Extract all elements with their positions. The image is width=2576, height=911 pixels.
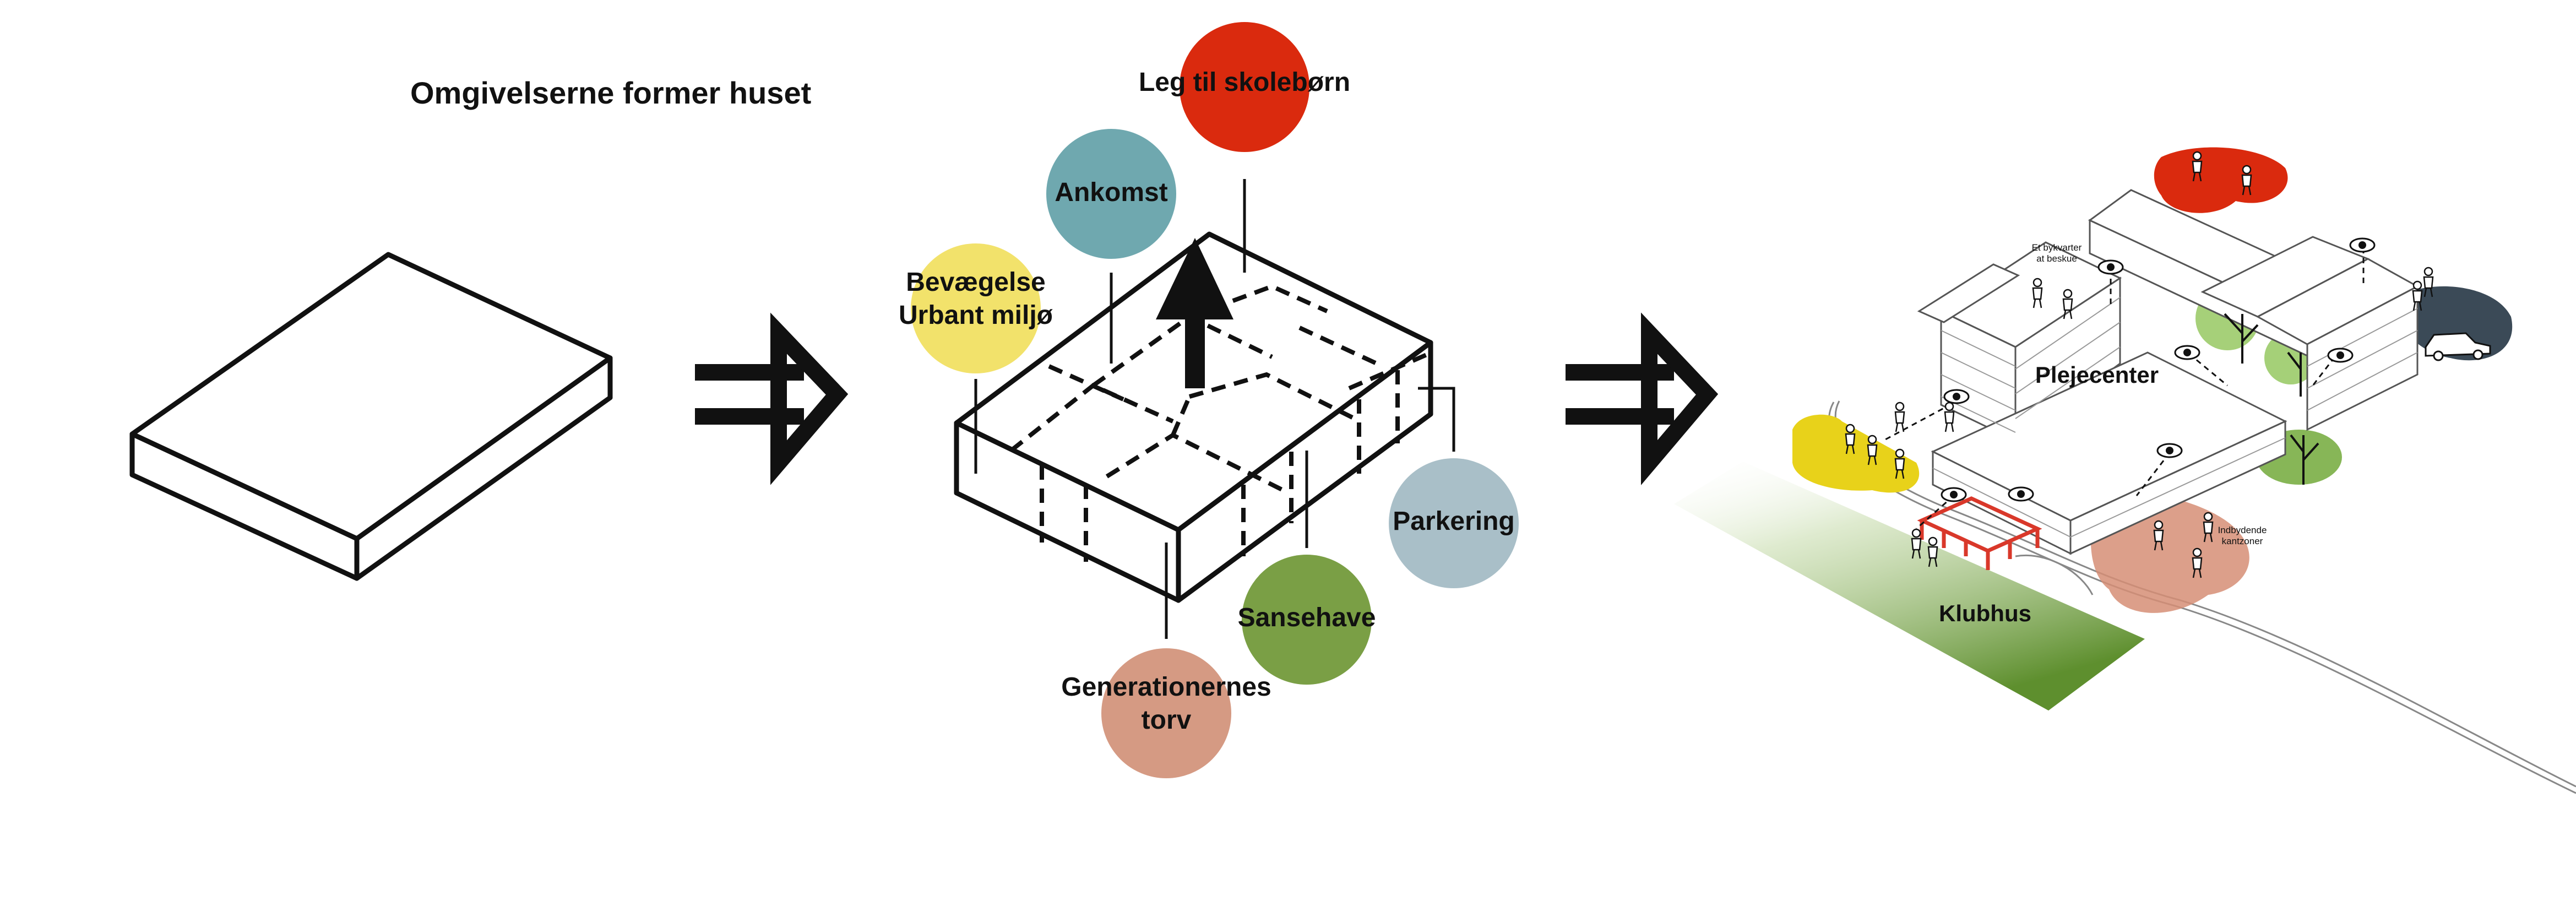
note-line: Indbydende bbox=[2218, 525, 2267, 535]
person-icon bbox=[1894, 448, 1905, 479]
bubble-label: Generationernes torv bbox=[1061, 673, 1271, 735]
eye-icon bbox=[1943, 389, 1970, 404]
person-icon bbox=[2032, 278, 2043, 308]
bubble-label-line: Bevægelse bbox=[906, 268, 1045, 297]
divided-building-block bbox=[954, 179, 1455, 639]
bubble-label-line: torv bbox=[1142, 706, 1192, 735]
person-icon bbox=[2192, 151, 2203, 182]
person-icon bbox=[1944, 402, 1955, 432]
person-icon bbox=[1911, 528, 1922, 559]
person-icon bbox=[2241, 165, 2252, 196]
bubble-label: Sansehave bbox=[1238, 603, 1376, 632]
red-zone bbox=[2154, 147, 2288, 213]
bubble-circle bbox=[1242, 555, 1372, 685]
diagram-title: Omgivelserne former huset bbox=[410, 75, 811, 110]
bubble-label-line: Ankomst bbox=[1055, 178, 1167, 207]
plain-building-slab bbox=[129, 252, 613, 581]
bubble-sansehave: Sansehave bbox=[1238, 555, 1376, 685]
person-icon bbox=[1927, 536, 1938, 567]
bubble-label-line: Parkering bbox=[1393, 507, 1514, 536]
arrow-up-icon bbox=[1156, 238, 1233, 388]
bubble-generationer: Generationernes torv bbox=[1061, 648, 1271, 778]
eye-icon bbox=[2008, 486, 2034, 502]
bubble-label-line: Generationernes bbox=[1061, 673, 1271, 702]
eye-icon bbox=[2097, 259, 2124, 275]
bubble-label: Parkering bbox=[1393, 507, 1514, 536]
bubble-circle bbox=[911, 243, 1041, 373]
person-icon bbox=[2062, 289, 2073, 319]
arrow-right-icon bbox=[695, 312, 849, 485]
bubble-label: Ankomst bbox=[1055, 178, 1167, 207]
note-line: kantzoner bbox=[2222, 536, 2263, 546]
bubble-leg: Leg til skolebørn bbox=[1139, 22, 1350, 152]
yellow-zone bbox=[1792, 414, 1920, 493]
person-icon bbox=[1845, 424, 1856, 454]
eye-icon bbox=[2349, 237, 2376, 253]
bubble-label-line: Urbant miljø bbox=[899, 301, 1053, 330]
bubble-circle bbox=[1046, 129, 1176, 259]
eye-icon bbox=[2174, 345, 2200, 360]
bubble-label-line: Leg til skolebørn bbox=[1139, 68, 1350, 97]
person-icon bbox=[2153, 520, 2164, 551]
dark-zone bbox=[2397, 286, 2513, 361]
bubble-ankomst: Ankomst bbox=[1046, 129, 1176, 259]
eye-icon bbox=[2156, 443, 2183, 458]
bubble-circle bbox=[1389, 458, 1519, 588]
person-icon bbox=[2192, 547, 2203, 578]
bubble-label-line: Sansehave bbox=[1238, 603, 1376, 632]
note-line: at beskue bbox=[2036, 253, 2077, 264]
person-icon bbox=[2203, 512, 2214, 543]
eye-icon bbox=[2327, 348, 2354, 363]
bubble-parkering: Parkering bbox=[1389, 458, 1519, 588]
note-line: Et bykvarter bbox=[2032, 242, 2082, 253]
klubhus-label: Klubhus bbox=[1939, 600, 2031, 626]
person-icon bbox=[2423, 267, 2434, 297]
bubble-circle bbox=[1180, 22, 1309, 152]
car-icon bbox=[2425, 332, 2491, 361]
bubble-label: Leg til skolebørn bbox=[1139, 68, 1350, 97]
person-icon bbox=[1867, 435, 1878, 465]
arrow-right-icon bbox=[1566, 312, 1719, 485]
person-icon bbox=[1894, 402, 1905, 432]
plejecenter-label: Plejecenter bbox=[2035, 362, 2159, 388]
person-icon bbox=[2412, 280, 2423, 311]
eye-icon bbox=[1941, 487, 1967, 502]
green-field bbox=[1674, 462, 2145, 711]
klubhus-building bbox=[1917, 496, 2042, 570]
bubble-circle bbox=[1101, 648, 1231, 778]
